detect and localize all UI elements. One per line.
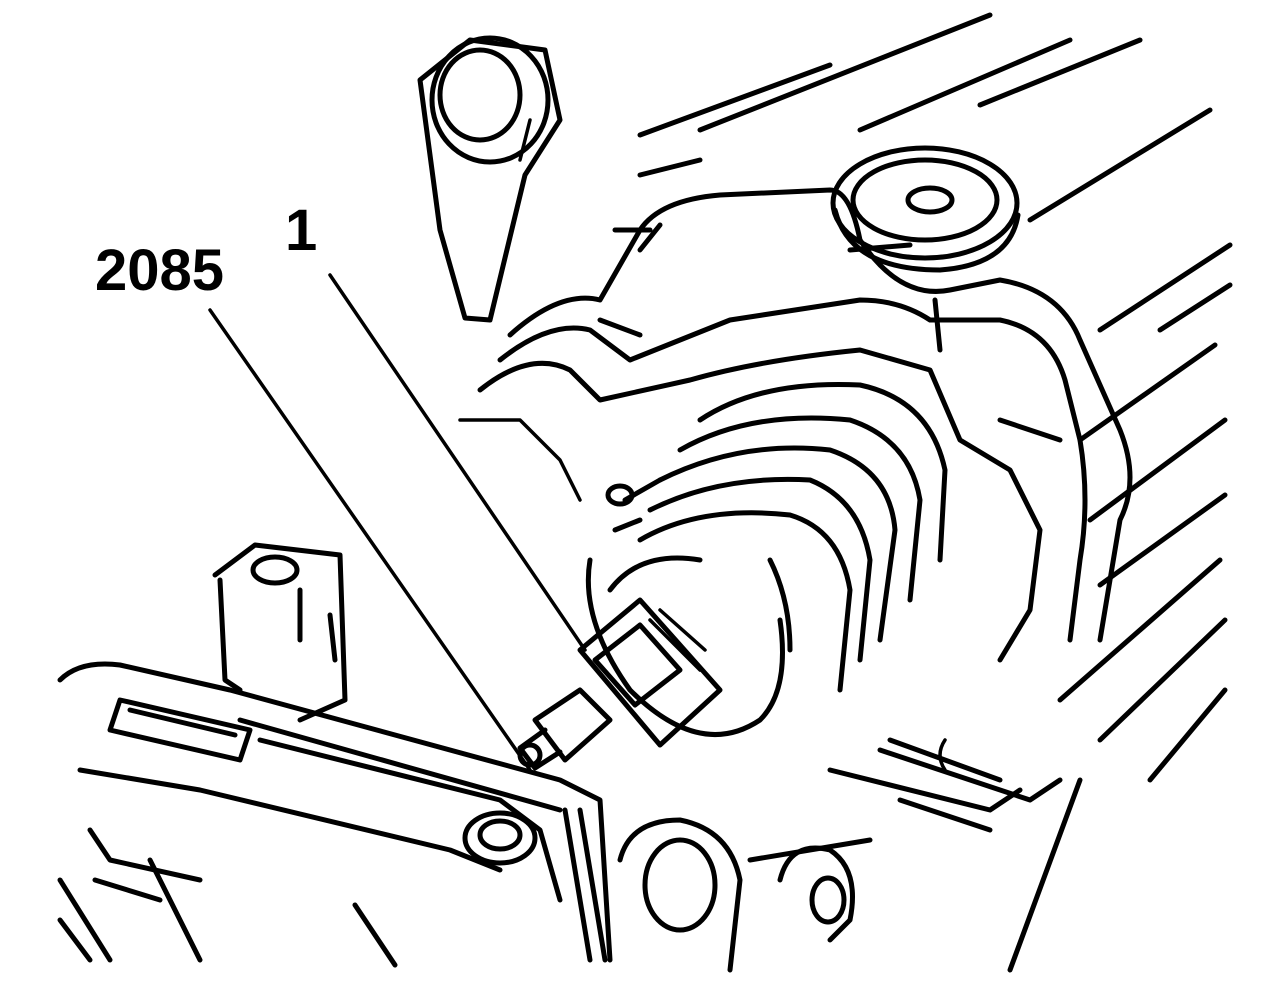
sensor-body — [577, 381, 948, 748]
lower-mount — [617, 737, 1063, 973]
engine-block-outline — [637, 12, 1233, 973]
lower-bracket — [212, 542, 348, 723]
leader-2085 — [208, 308, 532, 772]
callout-leaders — [208, 273, 587, 772]
callout-label-1: 1 — [285, 198, 317, 263]
callout-labels: 2085 1 — [95, 198, 317, 303]
mounting-bracket — [417, 35, 563, 323]
housing-cover — [458, 187, 1133, 663]
sensor-tip — [517, 687, 613, 771]
leader-1 — [328, 273, 587, 652]
filler-cap — [830, 145, 1021, 273]
callout-label-2085: 2085 — [95, 238, 224, 303]
flange-plate — [57, 661, 613, 968]
